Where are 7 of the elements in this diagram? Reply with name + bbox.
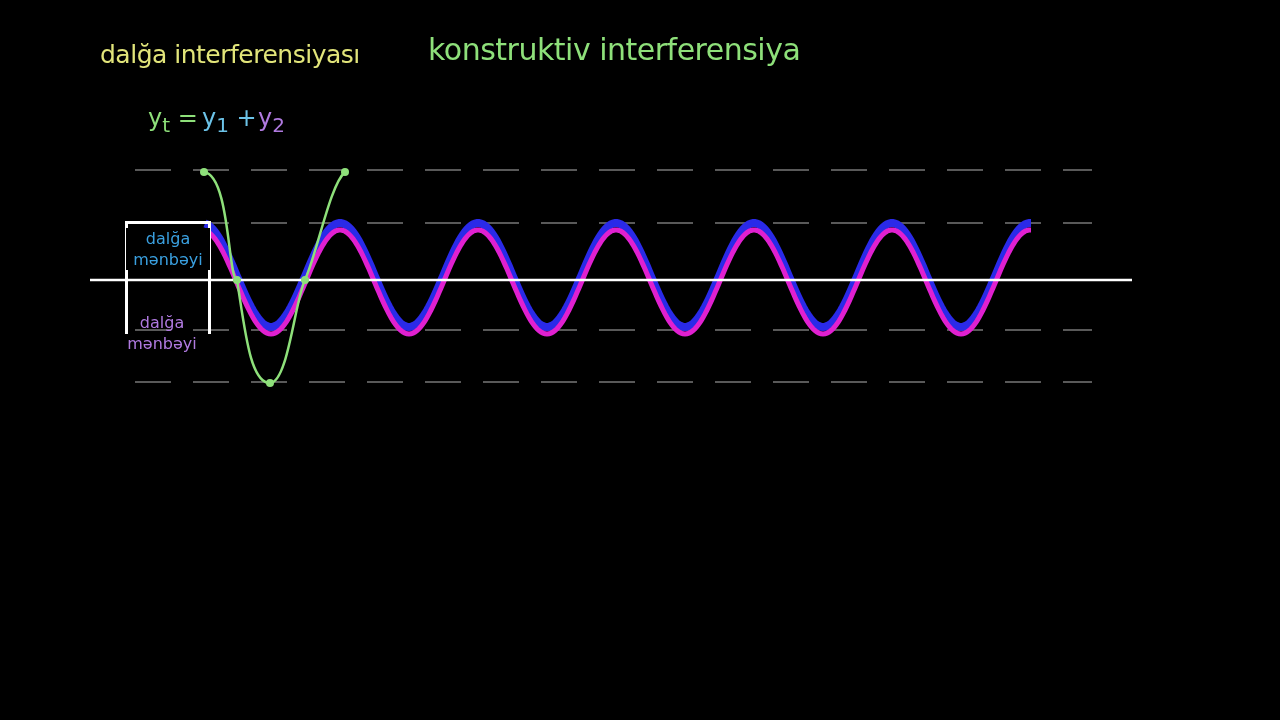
source-label: dalğa mənbəyi (126, 228, 210, 270)
title: dalğa interferensiyası (100, 40, 360, 69)
formula-term: y$_{2}$ (258, 104, 285, 137)
formula-term: y$_{t}$ = (148, 104, 198, 137)
subtitle: konstruktiv interferensiya (428, 32, 801, 67)
source-label: dalğa mənbəyi (126, 312, 198, 354)
formula-term: y$_{1}$ + (202, 104, 257, 137)
